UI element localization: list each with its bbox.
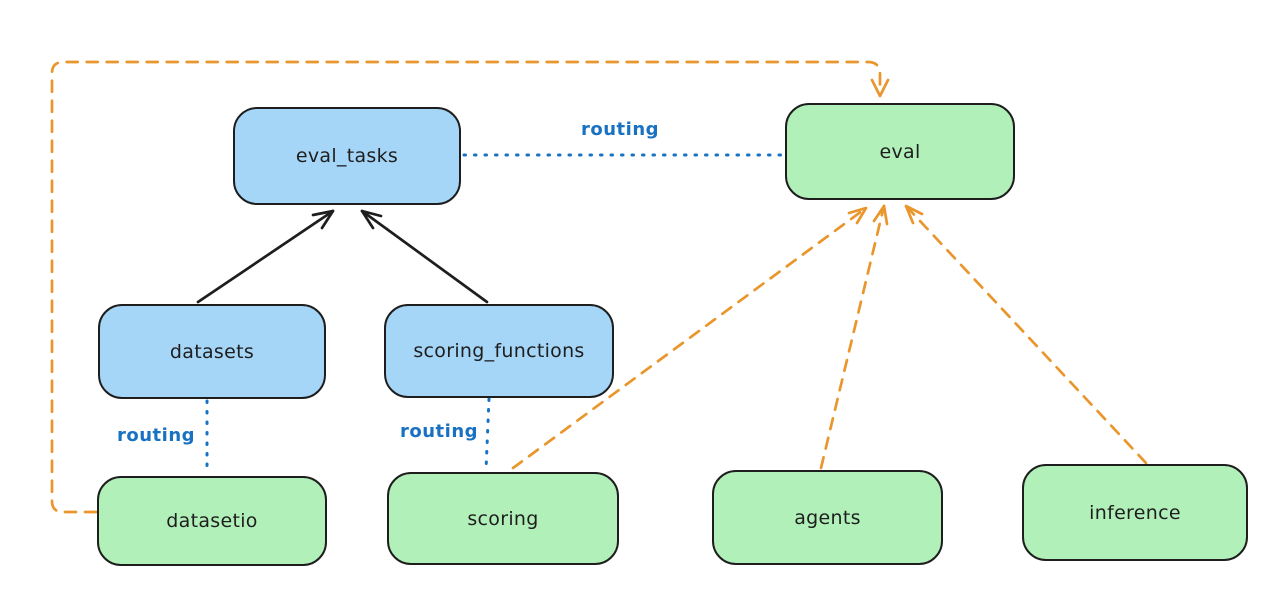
edge-agents-to-eval-line [819,204,886,470]
edge-datasets-to-eval-tasks-line [196,209,335,304]
node-eval-label: eval [879,140,921,163]
edge-label-routing-scoring-functions-scoring: routing [399,421,479,442]
edge-routing-scoring-functions-to-scoring [484,397,491,472]
node-eval-tasks: eval_tasks [233,107,461,205]
edge-scoring-functions-to-eval-tasks-line [360,209,489,304]
node-agents: agents [712,470,943,565]
node-scoring-functions-label: scoring_functions [413,340,585,362]
edge-inference-to-eval-line [904,204,1148,465]
edge-scoring-to-eval-line [511,206,868,470]
edge-datasetio-to-eval-loop-arrowhead [870,78,890,98]
edge-datasets-to-eval-tasks [196,209,335,304]
edge-routing-scoring-functions-to-scoring-line [484,397,491,472]
edge-label-routing-datasets-datasetio: routing [116,425,196,446]
node-agents-label: agents [794,506,861,529]
edge-scoring-to-eval-arrowhead [847,206,868,225]
edge-datasetio-to-eval-loop [50,60,890,514]
node-datasets: datasets [98,304,326,399]
edge-scoring-functions-to-eval-tasks [360,209,489,304]
node-scoring-label: scoring [467,507,539,530]
edge-inference-to-eval-arrowhead [904,204,924,225]
node-scoring: scoring [387,472,619,565]
edge-agents-to-eval [819,204,889,470]
edge-inference-to-eval [904,204,1148,465]
edge-agents-to-eval-arrowhead [872,204,889,226]
edge-datasetio-to-eval-loop-line [50,60,882,514]
node-datasets-label: datasets [169,340,255,363]
node-eval: eval [785,103,1015,200]
node-inference: inference [1022,464,1248,561]
edge-scoring-functions-to-eval-tasks-arrowhead [360,209,383,230]
edge-label-routing-eval-tasks-eval: routing [580,119,660,140]
node-scoring-functions: scoring_functions [384,304,614,398]
edge-scoring-to-eval [511,206,868,470]
node-eval-tasks-label: eval_tasks [295,145,399,167]
edge-datasets-to-eval-tasks-arrowhead [311,209,335,230]
node-datasetio-label: datasetio [166,510,258,532]
node-datasetio: datasetio [97,476,327,566]
node-inference-label: inference [1089,501,1181,524]
